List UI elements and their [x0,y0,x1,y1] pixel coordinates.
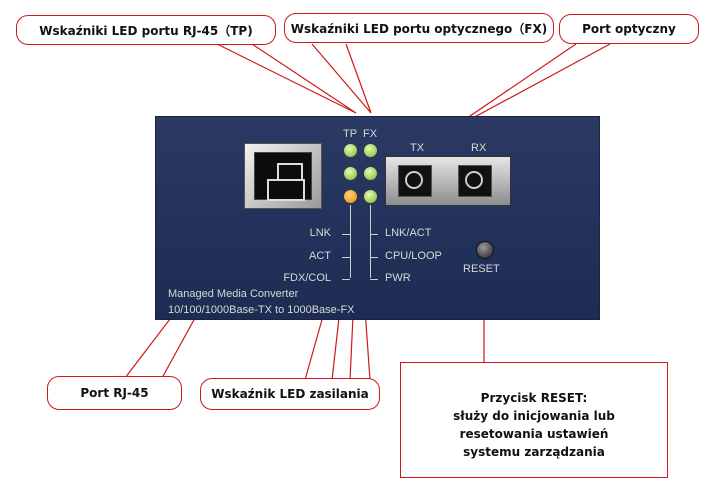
label-fdx-col: FDX/COL [283,272,331,284]
label-pwr: PWR [385,272,411,284]
led-column-fx-label: FX [363,128,378,140]
led-tp-lnk [344,144,357,157]
callout-led-tp: Wskaźniki LED portu RJ-45（TP) [16,15,276,45]
label-lnk-act: LNK/ACT [385,227,432,239]
led-fx-pwr [364,190,377,203]
rj45-port [244,143,322,209]
callout-power-led: Wskaźnik LED zasilania [200,378,380,410]
led-tp-fdx-col [344,190,357,203]
reset-description-line-1: służy do inicjowania lub [453,409,615,423]
reset-button[interactable] [476,241,494,259]
reset-description-title: Przycisk RESET: [480,391,588,405]
reset-label: RESET [463,263,500,275]
callout-rj45-port: Port RJ-45 [47,376,182,410]
callout-power-led-text: Wskaźnik LED zasilania [211,387,369,401]
led-fx-cpu-loop [364,167,377,180]
tx-label: TX [410,142,425,154]
callout-led-fx-text: Wskaźniki LED portu optycznego（FX) [290,21,548,36]
led-fx-guide-line [370,205,371,278]
label-act: ACT [309,250,331,262]
reset-description-box: Przycisk RESET: służy do inicjowania lub… [400,362,668,478]
callout-optical-port: Port optyczny [559,14,699,44]
label-lnk: LNK [309,227,331,239]
led-tp-guide-line [350,205,351,278]
callout-optical-port-text: Port optyczny [582,22,676,36]
callout-led-tp-text: Wskaźniki LED portu RJ-45（TP) [39,23,253,38]
reset-description-line-3: systemu zarządzania [463,445,605,459]
model-line-1: Managed Media Converter [168,288,299,300]
led-fx-lnk-act [364,144,377,157]
callout-led-fx: Wskaźniki LED portu optycznego（FX) [284,13,554,43]
callout-rj45-port-text: Port RJ-45 [80,386,149,400]
media-converter-front-panel: TP FX LNK ACT FDX/COL LNK/ACT CPU/LOOP P… [155,116,600,320]
optical-port-tx [398,165,432,197]
rx-label: RX [471,142,487,154]
optical-port [385,156,511,206]
led-column-tp-label: TP [343,128,358,140]
model-line-2: 10/100/1000Base-TX to 1000Base-FX [168,304,355,316]
reset-description-line-2: resetowania ustawień [459,427,609,441]
label-cpu-loop: CPU/LOOP [385,250,442,262]
optical-port-rx [458,165,492,197]
led-tp-act [344,167,357,180]
